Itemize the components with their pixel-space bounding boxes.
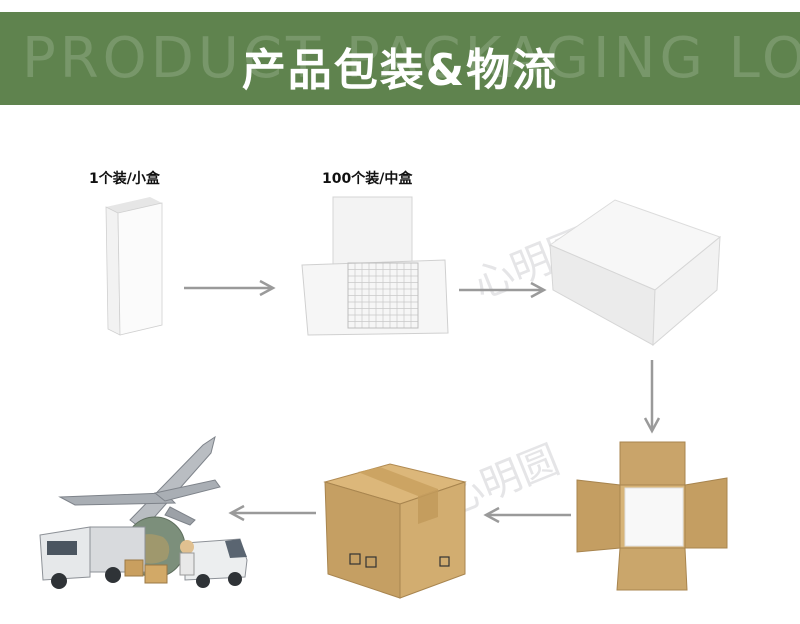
sealed-carton-image <box>323 463 467 599</box>
banner-title: 产品包装&物流 <box>241 45 559 96</box>
arrow-left-2 <box>228 504 316 522</box>
arrow-right-2 <box>459 281 547 299</box>
arrow-down <box>643 360 661 434</box>
logistics-image <box>39 435 248 589</box>
small-box-image <box>105 197 163 336</box>
closed-box-image <box>548 199 722 347</box>
banner-background-text: PRODUCT PACKAGING LOGISTICS <box>22 26 800 91</box>
step-2-label: 100个装/中盒 <box>322 171 413 187</box>
arrow-left-1 <box>483 506 571 524</box>
van-icon <box>184 538 248 588</box>
open-carton-image <box>576 441 728 591</box>
truck-icon <box>39 526 146 589</box>
header-banner: PRODUCT PACKAGING LOGISTICS 产品包装&物流 <box>0 12 800 105</box>
arrow-right-1 <box>184 279 276 297</box>
step-1-label: 1个装/小盒 <box>89 171 160 187</box>
medium-box-image <box>301 196 449 336</box>
airplane-icon <box>58 435 221 531</box>
